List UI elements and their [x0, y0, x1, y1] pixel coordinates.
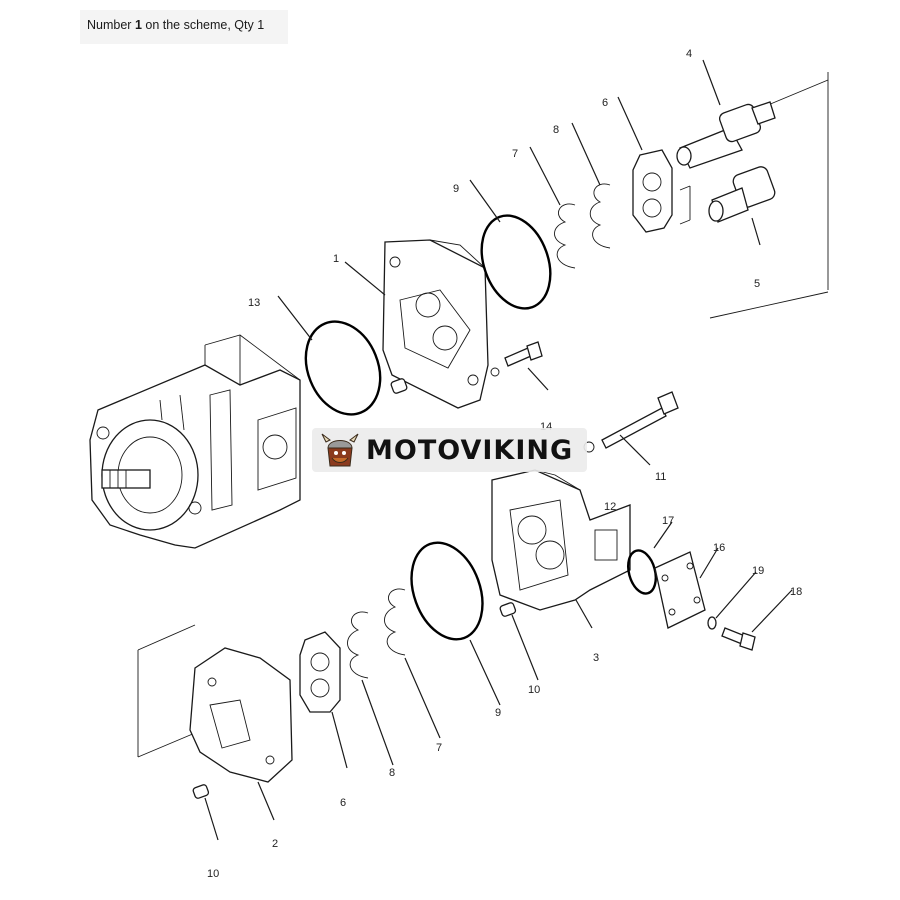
o-ring-9-upper: [480, 214, 552, 310]
leader-lines: [204, 59, 793, 841]
header-bar: [80, 10, 288, 44]
gear-5: [708, 166, 776, 223]
caption-suffix: on the scheme, Qty 1: [141, 18, 265, 32]
callout-6-lower: 6: [340, 797, 346, 809]
callout-19: 19: [752, 565, 764, 577]
dowel-pin-lower: [192, 784, 210, 799]
housing-part-3: [491, 469, 631, 611]
callout-2: 2: [272, 838, 278, 850]
callout-10-lower: 10: [207, 868, 219, 880]
bushing-6-upper: [632, 149, 673, 233]
dowel-pin-upper: [390, 378, 408, 394]
bushing-6-lower: [299, 631, 341, 713]
callout-12: 12: [604, 501, 616, 513]
viking-helmet-icon: [321, 433, 359, 467]
o-ring-9-lower: [410, 541, 484, 641]
callout-1: 1: [333, 253, 339, 265]
bolt-18: [721, 627, 756, 651]
clip-8-lower: [347, 611, 369, 679]
callout-11: 11: [655, 471, 666, 483]
callout-7-lower: 7: [436, 742, 442, 754]
callout-10-mid: 10: [528, 684, 540, 696]
callout-18: 18: [790, 586, 802, 598]
o-ring-13: [304, 320, 382, 416]
flange-part-2: [189, 647, 293, 783]
plate-part-1: [382, 239, 489, 409]
clip-7-lower: [384, 588, 406, 656]
scheme-caption: Number 1 on the scheme, Qty 1: [87, 18, 264, 32]
callout-9-upper: 9: [453, 183, 459, 195]
callout-8-lower: 8: [389, 767, 395, 779]
callout-17: 17: [662, 515, 674, 527]
washer-19: [707, 616, 717, 630]
clip-8-upper: [589, 183, 611, 249]
callout-4: 4: [686, 48, 692, 60]
bolt-11-long: [583, 391, 679, 453]
callout-8-upper: 8: [553, 124, 559, 136]
clip-7-upper: [554, 203, 576, 269]
callout-5: 5: [754, 278, 760, 290]
pump-assembly: [89, 334, 301, 549]
callout-9-lower: 9: [495, 707, 501, 719]
caption-prefix: Number: [87, 18, 135, 32]
bolt-14-short: [490, 341, 543, 377]
frame-lines: [137, 72, 829, 758]
watermark-banner: MOTOVIKING: [312, 428, 587, 472]
watermark-brand-text: MOTOVIKING: [366, 434, 574, 466]
callout-13: 13: [248, 297, 260, 309]
gear-shaft-4: [676, 101, 776, 169]
callout-3: 3: [593, 652, 599, 664]
callout-6-upper: 6: [602, 97, 608, 109]
callout-7-upper: 7: [512, 148, 518, 160]
caption-number: 1: [134, 18, 142, 32]
callout-16: 16: [713, 542, 725, 554]
cover-plate-16: [654, 551, 706, 629]
dowel-pin-mid: [499, 602, 517, 617]
